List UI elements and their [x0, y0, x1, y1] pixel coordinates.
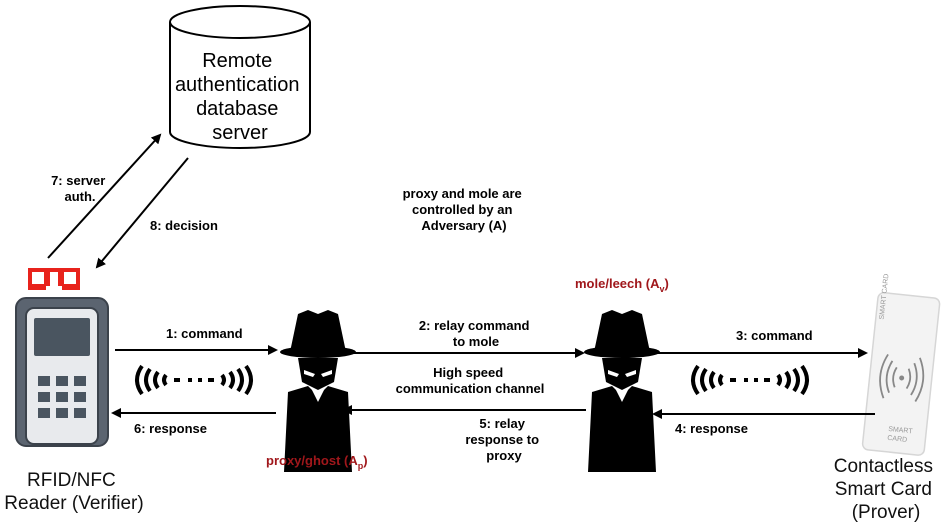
- wireless-waves-icon: [135, 364, 253, 396]
- proxy-ghost-icon: [280, 310, 356, 472]
- message-6-label: 6: response: [134, 421, 207, 436]
- message-5-label: 5: relay response to proxy: [465, 416, 542, 463]
- svg-text:SMART: SMART: [888, 426, 914, 436]
- message-3-label: 3: command: [736, 328, 813, 343]
- server-label-line: server: [212, 122, 268, 144]
- reader-label: RFID/NFC Reader (Verifier): [4, 470, 143, 514]
- message-1-label: 1: command: [166, 326, 243, 341]
- smart-card-icon: SMART CARD SMART CARD: [861, 273, 941, 456]
- message-4-label: 4: response: [675, 421, 748, 436]
- proxy-label: proxy/ghost (Ap): [266, 453, 368, 471]
- channel-label: High speed communication channel: [396, 365, 545, 396]
- server-label-line: Remote: [202, 50, 272, 72]
- message-7-label: 7: server auth.: [51, 173, 109, 204]
- server-label: Remote authentication database server: [175, 50, 305, 144]
- server-label-line: authentication: [175, 74, 300, 96]
- mole-label: mole/leech (Av): [575, 276, 669, 294]
- arrow-server-auth: [47, 133, 162, 259]
- svg-text:SMART CARD: SMART CARD: [879, 273, 891, 320]
- reader-device-icon: [15, 268, 109, 447]
- wireless-waves-icon: [691, 364, 809, 396]
- svg-text:CARD: CARD: [887, 435, 907, 444]
- card-label: Contactless Smart Card (Prover): [834, 456, 939, 523]
- adversary-note: proxy and mole are controlled by an Adve…: [403, 186, 526, 233]
- mole-leech-icon: [584, 310, 660, 472]
- message-2-label: 2: relay command to mole: [419, 318, 533, 349]
- server-label-line: database: [196, 98, 278, 120]
- arrow-decision: [95, 157, 189, 269]
- database-server-icon: [169, 5, 311, 149]
- message-8-label: 8: decision: [150, 218, 218, 233]
